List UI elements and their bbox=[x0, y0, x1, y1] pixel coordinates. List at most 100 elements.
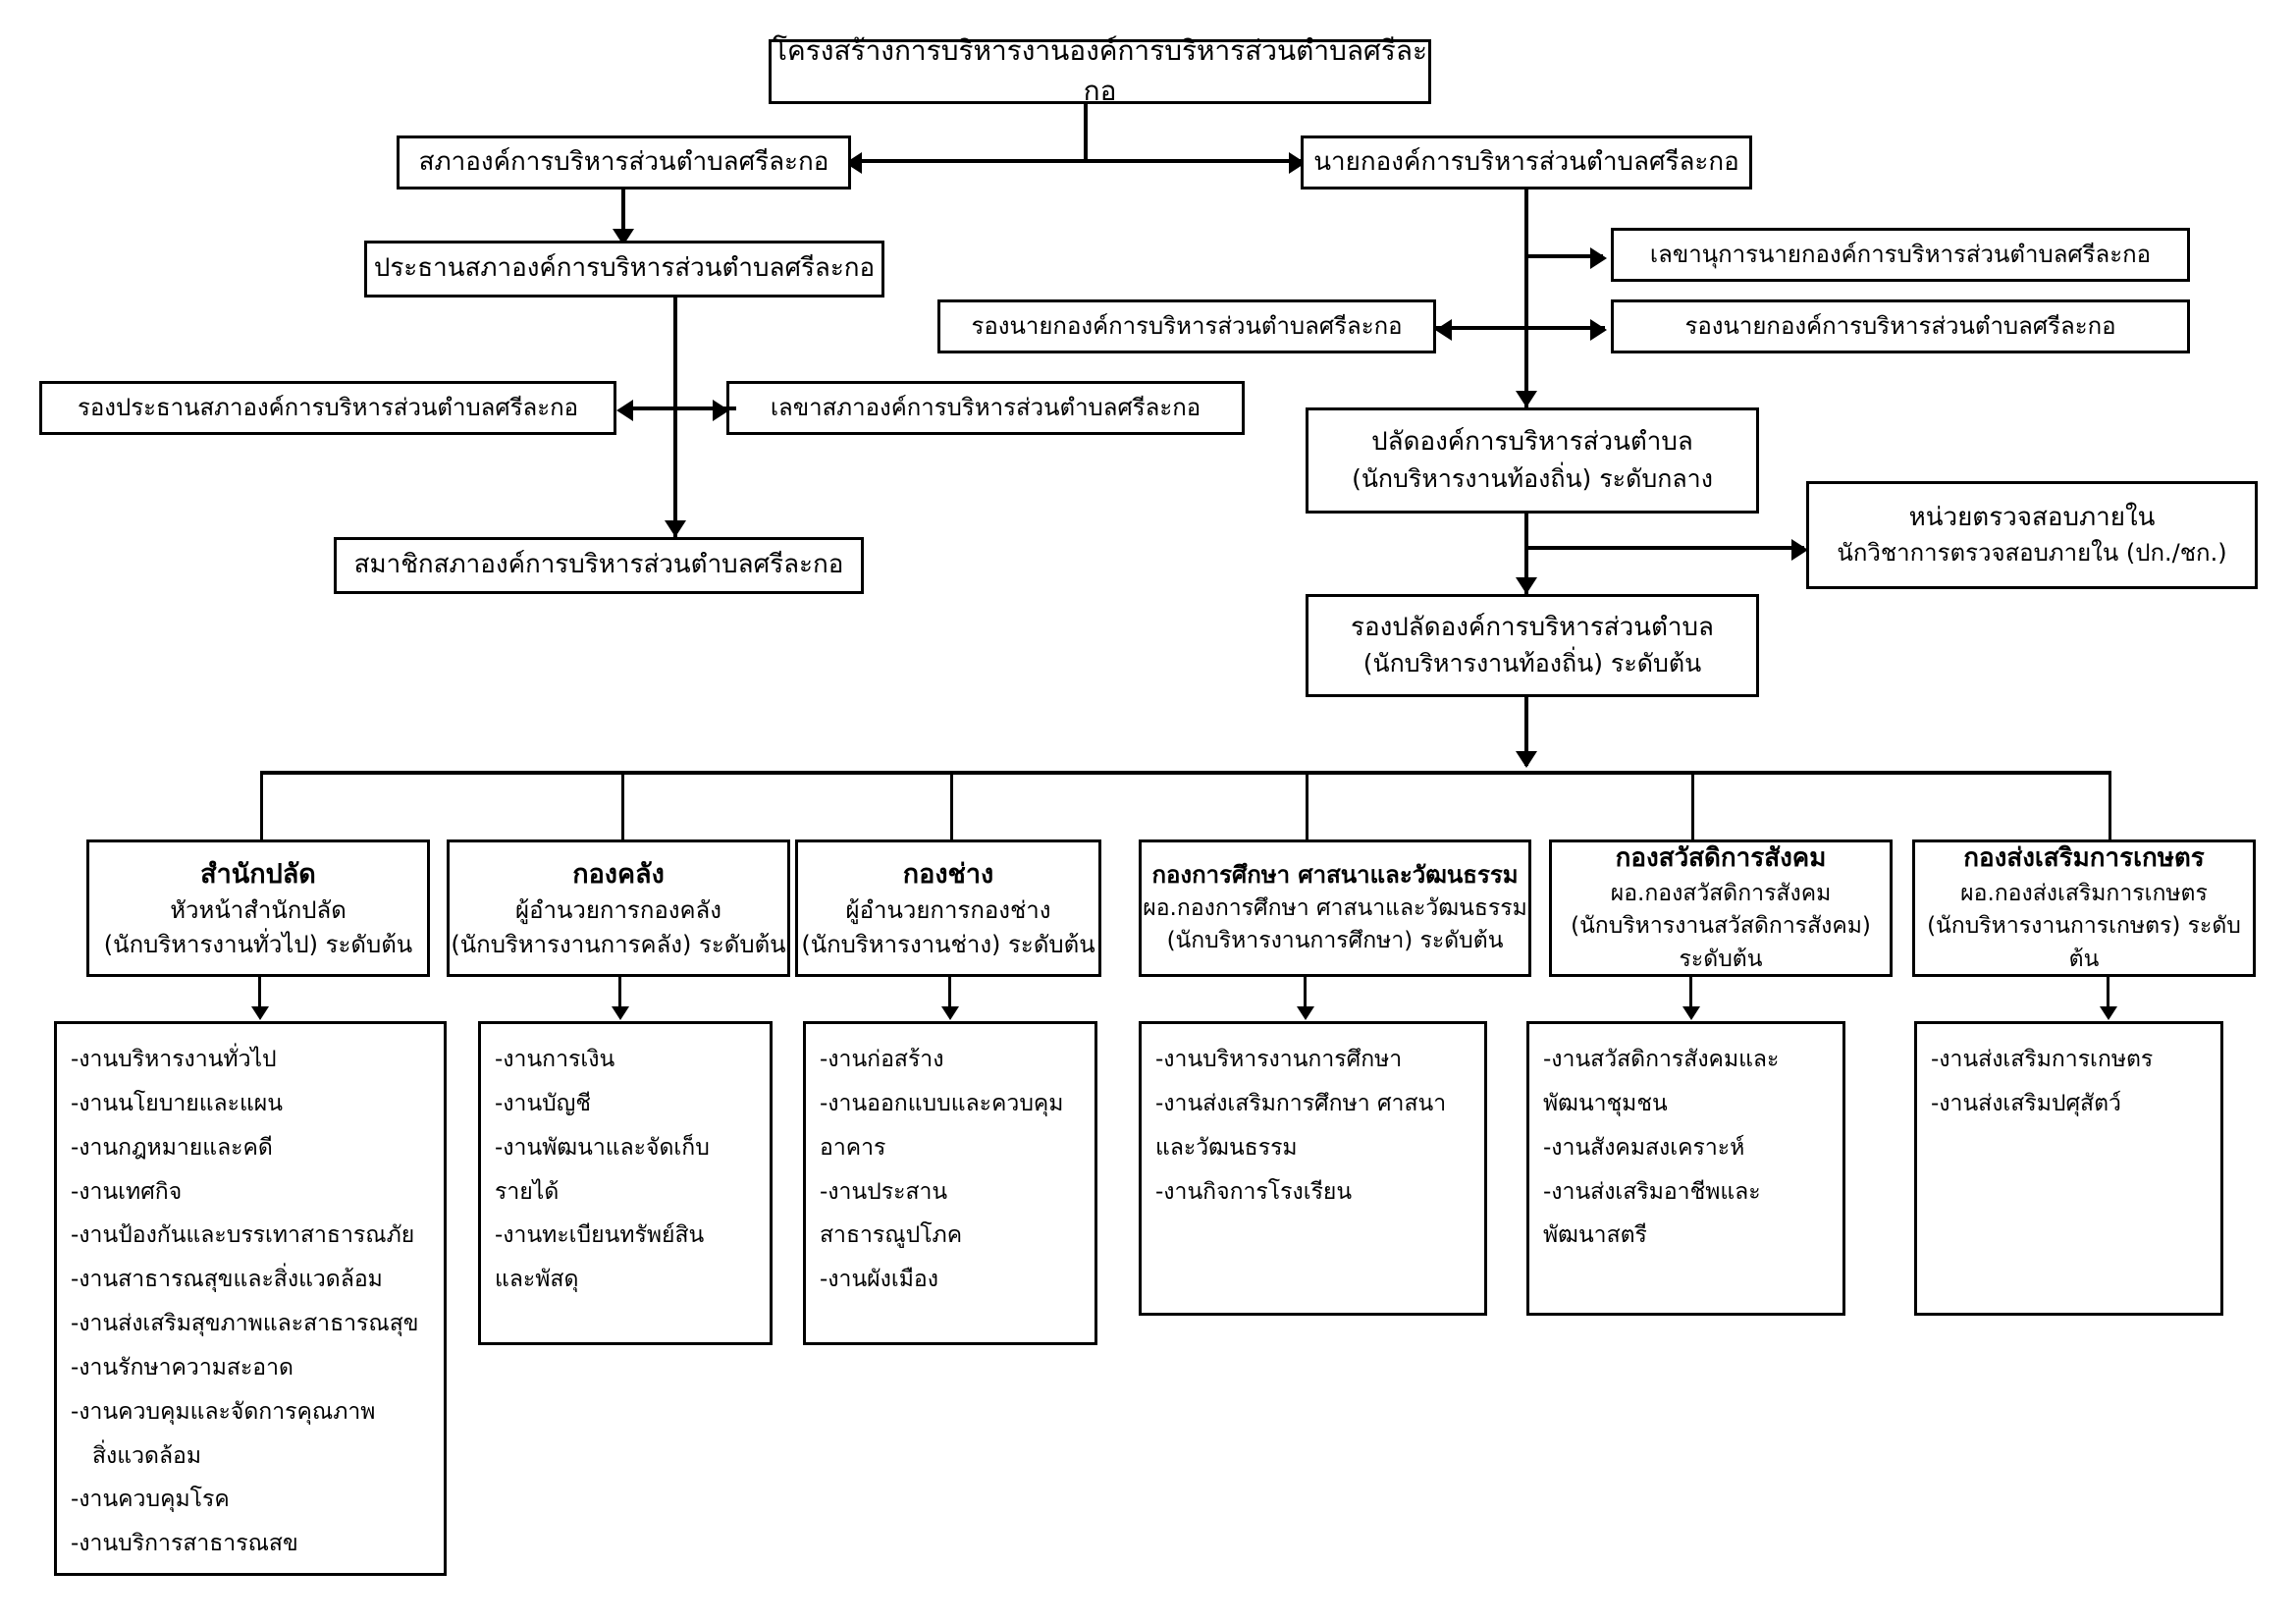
division-tasks-1: -งานบริหารงานทั่วไป-งานนโยบายและแผน-งานก… bbox=[54, 1021, 447, 1576]
division-name-2: กองคลัง bbox=[572, 858, 665, 890]
arrow-mayor-to-secretary bbox=[1590, 247, 1607, 269]
arrow-header-1-to-tasks bbox=[251, 1006, 269, 1020]
division-header-5: กองสวัสดิการสังคม ผอ.กองสวัสดิการสังคม (… bbox=[1549, 839, 1893, 977]
connector-root-bus bbox=[628, 159, 1306, 163]
arrow-to-council-secretary bbox=[713, 400, 729, 421]
task-item: -งานเทศกิจ bbox=[71, 1178, 183, 1205]
connector-drop-division-2 bbox=[621, 771, 624, 866]
arrow-mayor-to-clerk bbox=[1516, 391, 1537, 407]
task-item: อาคาร bbox=[820, 1134, 886, 1161]
division-tasks-4: -งานบริหารงานการศึกษา -งานส่งเสริมการศึกษ… bbox=[1139, 1021, 1487, 1316]
task-item: -งานประสานสาธารณูปโภค bbox=[820, 1178, 963, 1249]
division-tasks-6: -งานส่งเสริมการเกษตร -งานส่งเสริมปศุสัตว์ bbox=[1914, 1021, 2223, 1316]
connector-divisions-bus bbox=[260, 771, 2110, 775]
division-head-4: ผอ.กองการศึกษา ศาสนาและวัฒนธรรม bbox=[1143, 895, 1527, 922]
node-council-chair-line1: ประธานสภาองค์การบริหารส่วนตำบลศรีละกอ bbox=[373, 253, 876, 284]
node-deputy-clerk-line1: รองปลัดองค์การบริหารส่วนตำบล bbox=[1351, 612, 1714, 642]
division-tasks-5: -งานสวัสดิการสังคมและพัฒนาชุมชน-งานสังคม… bbox=[1526, 1021, 1845, 1316]
node-clerk: ปลัดองค์การบริหารส่วนตำบล (นักบริหารงานท… bbox=[1306, 407, 1759, 514]
division-name-3: กองช่าง bbox=[902, 858, 994, 890]
task-item: -งานออกแบบและควบคุม bbox=[820, 1090, 1064, 1116]
node-council-members-line1: สมาชิกสภาองค์การบริหารส่วนตำบลศรีละกอ bbox=[353, 550, 844, 580]
node-council-secretary: เลขาสภาองค์การบริหารส่วนตำบลศรีละกอ bbox=[726, 381, 1245, 435]
connector-drop-division-1 bbox=[260, 771, 263, 866]
node-internal-audit-line2: นักวิชาการตรวจสอบภายใน (ปก./ชก.) bbox=[1837, 539, 2227, 568]
connector-drop-division-4 bbox=[1306, 771, 1308, 866]
node-mayor-line1: นายกองค์การบริหารส่วนตำบลศรีละกอ bbox=[1313, 146, 1739, 177]
arrow-deputy-clerk-stem bbox=[1516, 751, 1537, 768]
arrow-header-4-to-tasks bbox=[1297, 1006, 1314, 1020]
arrow-to-deputy-mayor-right bbox=[1590, 319, 1607, 341]
task-item: -งานส่งเสริมสุขภาพและสาธารณสุข bbox=[71, 1311, 419, 1337]
connector-header-1-to-tasks bbox=[258, 977, 261, 1016]
division-rank-3: (นักบริหารงานช่าง) ระดับต้น bbox=[801, 930, 1095, 958]
task-item: -งานควบคุมและจัดการคุณภาพ bbox=[71, 1398, 376, 1425]
connector-vicechair-secretary bbox=[628, 406, 736, 410]
division-header-3: กองช่าง ผู้อำนวยการกองช่าง (นักบริหารงาน… bbox=[795, 839, 1101, 977]
division-header-4: กองการศึกษา ศาสนาและวัฒนธรรม ผอ.กองการศึ… bbox=[1139, 839, 1531, 977]
task-item: -งานส่งเสริมอาชีพและ bbox=[1543, 1178, 1761, 1205]
task-item: -งานทะเบียนทรัพย์สิน bbox=[495, 1222, 705, 1249]
node-council: สภาองค์การบริหารส่วนตำบลศรีละกอ bbox=[397, 135, 851, 189]
node-council-members: สมาชิกสภาองค์การบริหารส่วนตำบลศรีละกอ bbox=[334, 537, 864, 594]
connector-council-to-chair bbox=[621, 189, 625, 242]
connector-mayor-to-secretary bbox=[1524, 254, 1603, 258]
connector-drop-division-6 bbox=[2109, 771, 2111, 866]
node-council-vice-chair-line1: รองประธานสภาองค์การบริหารส่วนตำบลศรีละกอ bbox=[77, 394, 579, 422]
node-mayor-secretary-line1: เลขานุการนายกองค์การบริหารส่วนตำบลศรีละก… bbox=[1649, 241, 2152, 269]
task-item: -งานสวัสดิการสังคมและ bbox=[1543, 1047, 1780, 1072]
arrow-header-5-to-tasks bbox=[1682, 1006, 1700, 1020]
task-item: -งานควบคุมโรค bbox=[71, 1487, 230, 1513]
division-header-6: กองส่งเสริมการเกษตร ผอ.กองส่งเสริมการเกษ… bbox=[1912, 839, 2256, 977]
arrow-chair-to-members bbox=[665, 520, 686, 537]
node-deputy-mayor-right: รองนายกองค์การบริหารส่วนตำบลศรีละกอ bbox=[1611, 299, 2190, 353]
node-council-chair: ประธานสภาองค์การบริหารส่วนตำบลศรีละกอ bbox=[364, 241, 884, 298]
task-item: สิ่งแวดล้อม bbox=[92, 1442, 202, 1469]
task-item: และวัฒนธรรม bbox=[1155, 1134, 1298, 1161]
node-council-vice-chair: รองประธานสภาองค์การบริหารส่วนตำบลศรีละกอ bbox=[39, 381, 616, 435]
task-item: -งานพัฒนาและจัดเก็บ bbox=[495, 1134, 710, 1161]
node-deputy-mayor-left-line1: รองนายกองค์การบริหารส่วนตำบลศรีละกอ bbox=[971, 312, 1403, 341]
node-internal-audit-line1: หน่วยตรวจสอบภายใน bbox=[1908, 502, 2156, 532]
connector-header-5-to-tasks bbox=[1689, 977, 1692, 1016]
division-head-5: ผอ.กองสวัสดิการสังคม bbox=[1610, 880, 1832, 906]
connector-header-3-to-tasks bbox=[948, 977, 951, 1016]
task-item: -งานบริหารงานการศึกษา bbox=[1155, 1047, 1403, 1072]
division-head-1: หัวหน้าสำนักปลัด bbox=[170, 895, 347, 924]
division-tasks-2: -งานการเงิน-งานบัญชี-งานพัฒนาและจัดเก็บร… bbox=[478, 1021, 773, 1345]
task-item: -งานผังเมือง bbox=[820, 1267, 938, 1293]
node-internal-audit: หน่วยตรวจสอบภายใน นักวิชาการตรวจสอบภายใน… bbox=[1806, 481, 2258, 589]
division-header-2: กองคลัง ผู้อำนวยการกองคลัง (นักบริหารงาน… bbox=[447, 839, 790, 977]
division-rank-4: (นักบริหารงานการศึกษา) ระดับต้น bbox=[1166, 928, 1504, 954]
division-head-6: ผอ.กองส่งเสริมการเกษตร bbox=[1960, 880, 2208, 906]
connector-root-stem bbox=[1084, 104, 1088, 163]
connector-deputy-mayor-bus bbox=[1433, 326, 1605, 330]
connector-drop-division-5 bbox=[1691, 771, 1694, 866]
task-item: -งานรักษาความสะอาด bbox=[71, 1354, 294, 1380]
arrow-to-vice-chair bbox=[616, 400, 633, 421]
task-item: -งานบัญชี bbox=[495, 1090, 591, 1116]
node-deputy-clerk: รองปลัดองค์การบริหารส่วนตำบล (นักบริหารง… bbox=[1306, 594, 1759, 697]
task-item: -งานบริการสาธารณสข bbox=[71, 1531, 298, 1557]
task-item: -งานนโยบายและแผน bbox=[71, 1090, 284, 1116]
task-item: -งานส่งเสริมการศึกษา ศาสนา bbox=[1155, 1090, 1447, 1116]
task-item: -งานส่งเสริมการเกษตร bbox=[1931, 1047, 2154, 1072]
division-head-2: ผู้อำนวยการกองคลัง bbox=[515, 895, 721, 924]
division-tasks-3: -งานก่อสร้าง-งานออกแบบและควบคุมอาคาร-งาน… bbox=[803, 1021, 1097, 1345]
node-deputy-mayor-left: รองนายกองค์การบริหารส่วนตำบลศรีละกอ bbox=[937, 299, 1436, 353]
connector-deputy-clerk-stem bbox=[1524, 697, 1528, 766]
arrow-clerk-to-deputy bbox=[1516, 577, 1537, 594]
connector-header-6-to-tasks bbox=[2107, 977, 2109, 1016]
task-item: -งานส่งเสริมปศุสัตว์ bbox=[1931, 1090, 2121, 1116]
division-head-3: ผู้อำนวยการกองช่าง bbox=[845, 895, 1051, 924]
task-item: รายได้ bbox=[495, 1178, 560, 1205]
task-item: -งานกฎหมายและคดี bbox=[71, 1134, 273, 1161]
node-root: โครงสร้างการบริหารงานองค์การบริหารส่วนตำ… bbox=[769, 34, 1431, 107]
arrow-clerk-to-audit bbox=[1791, 539, 1808, 561]
division-header-1: สำนักปลัด หัวหน้าสำนักปลัด (นักบริหารงาน… bbox=[86, 839, 430, 977]
division-rank-1: (นักบริหารงานทั่วไป) ระดับต้น bbox=[103, 930, 413, 958]
node-mayor: นายกองค์การบริหารส่วนตำบลศรีละกอ bbox=[1301, 135, 1752, 189]
node-root-line1: โครงสร้างการบริหารงานองค์การบริหารส่วนตำ… bbox=[772, 34, 1428, 107]
node-deputy-mayor-right-line1: รองนายกองค์การบริหารส่วนตำบลศรีละกอ bbox=[1684, 312, 2116, 341]
